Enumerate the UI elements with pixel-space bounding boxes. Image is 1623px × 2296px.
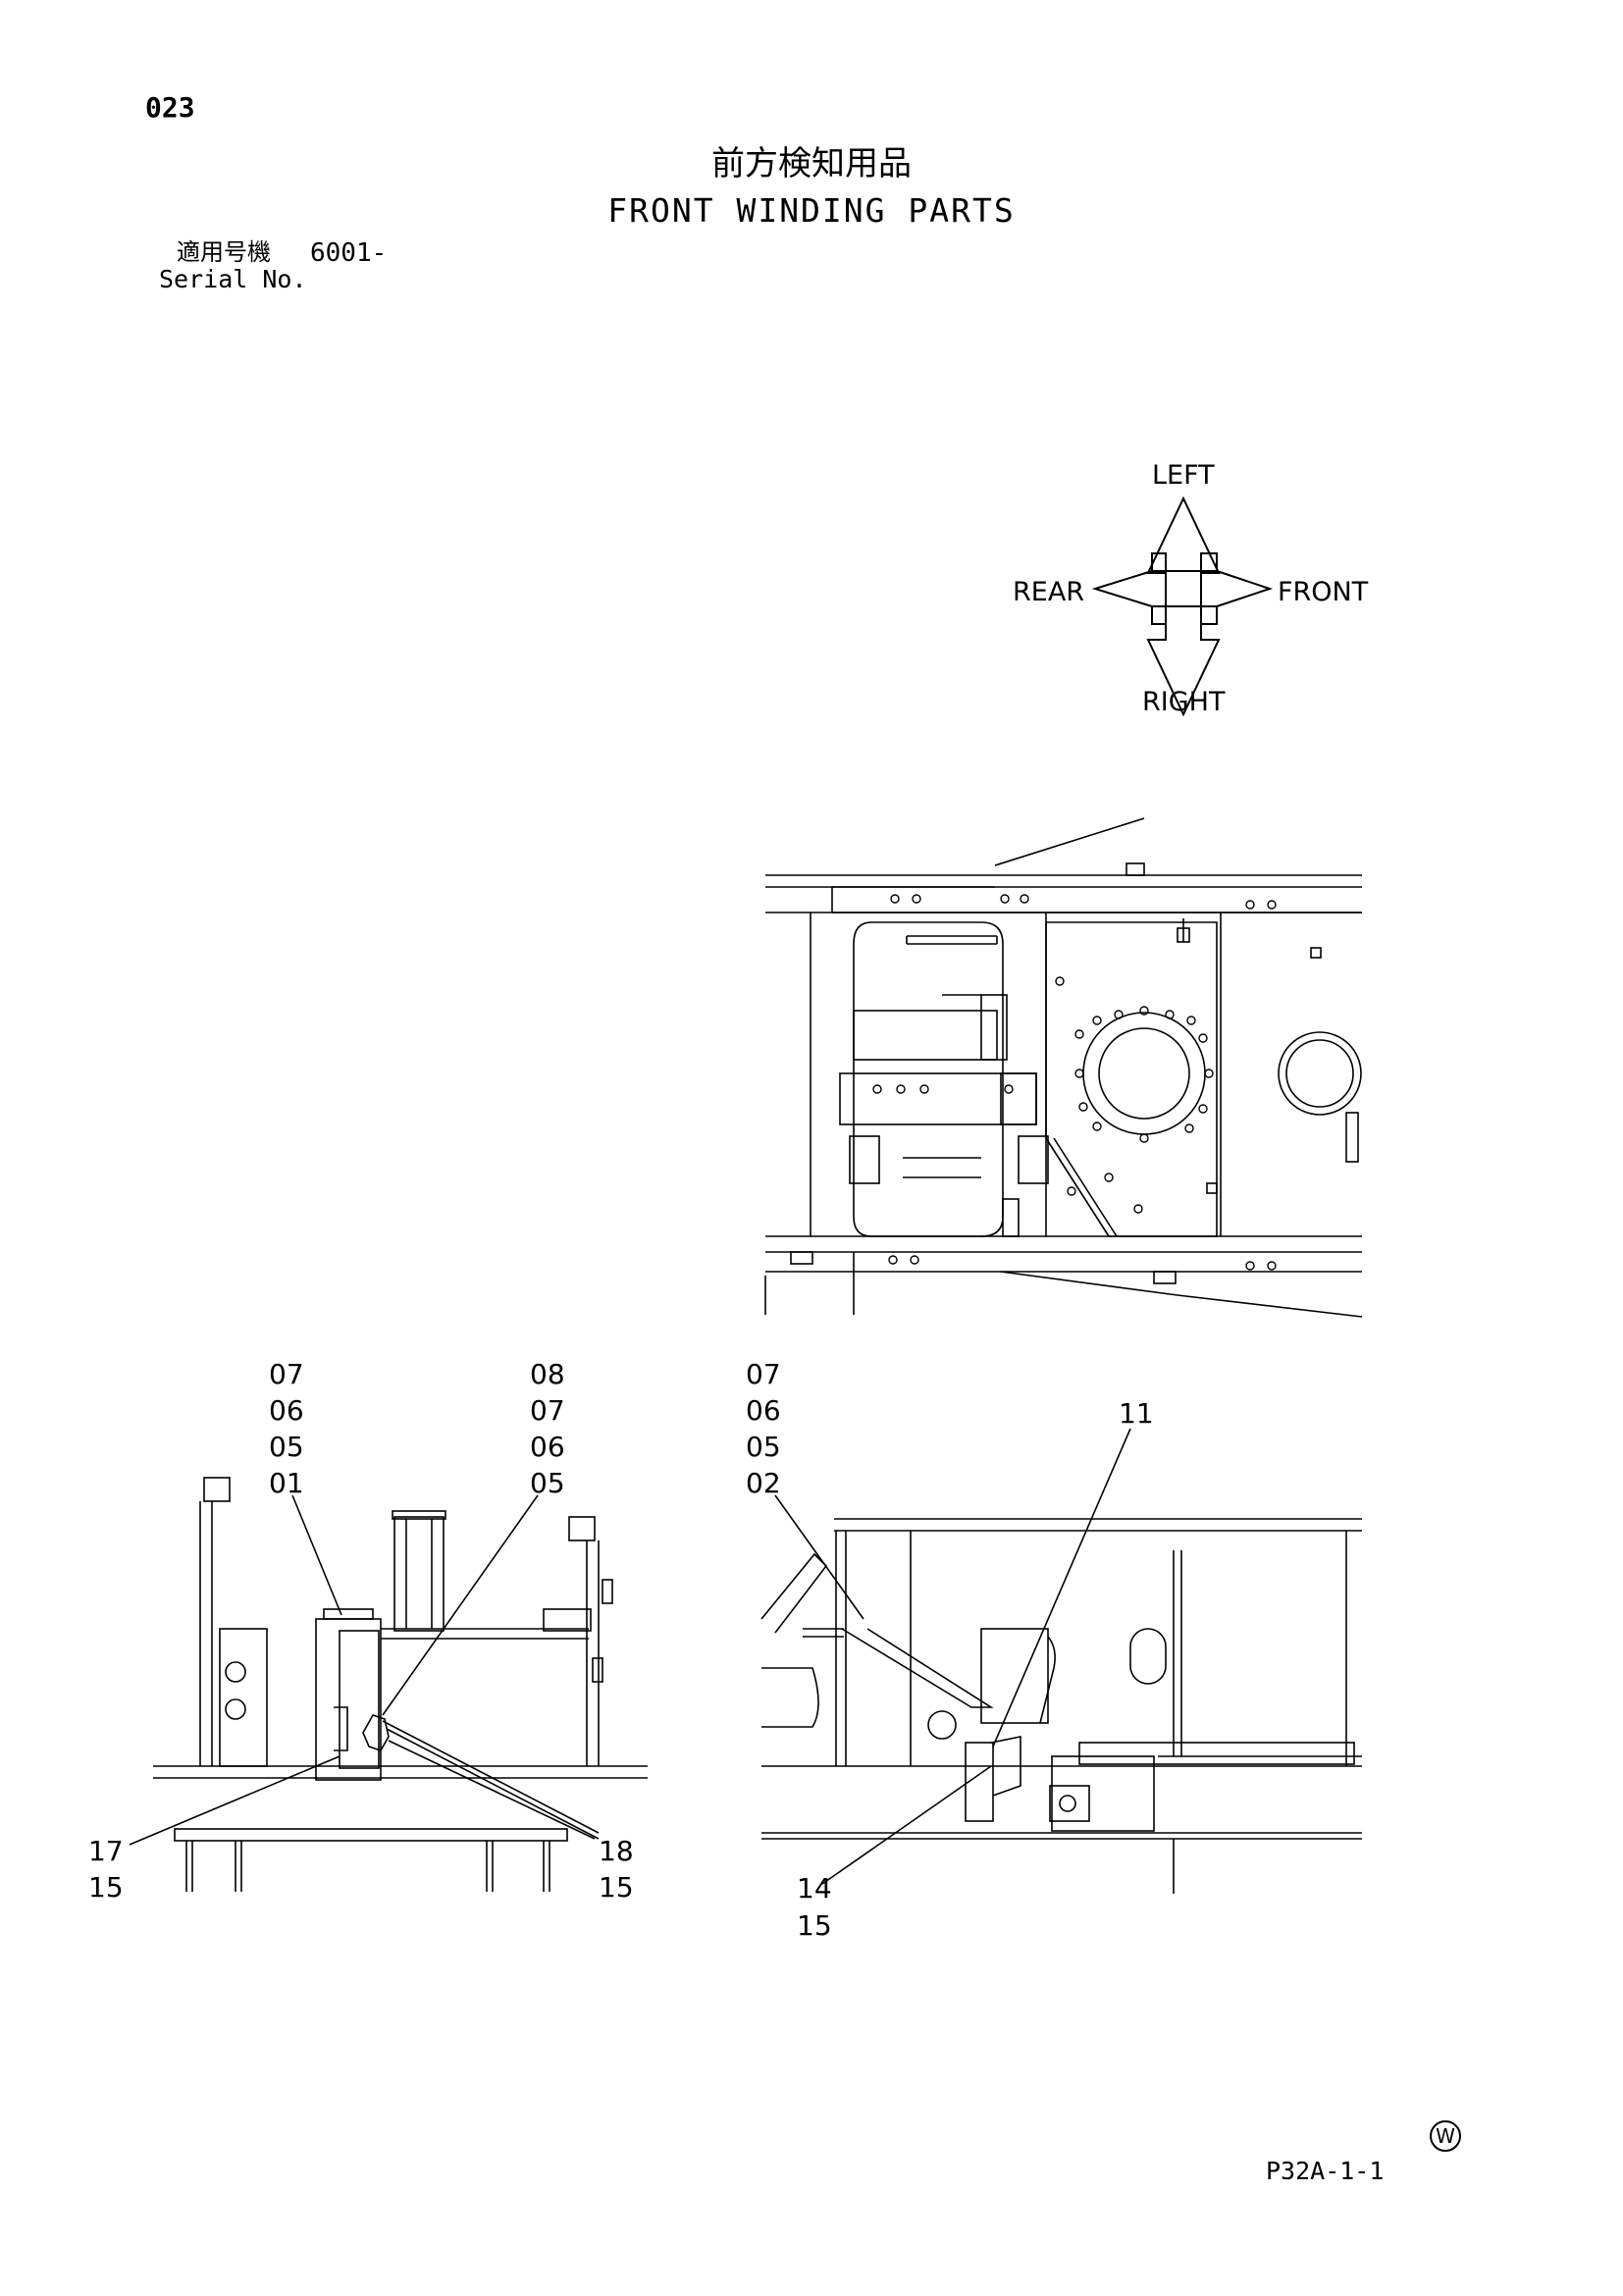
- callout-label: 18: [599, 1835, 634, 1867]
- callout-label: 15: [88, 1871, 124, 1904]
- left-detail-view: [153, 1477, 648, 1892]
- callout-label: 01: [269, 1467, 304, 1499]
- title-japanese: 前方検知用品: [711, 144, 912, 183]
- direction-rear: REAR: [1013, 577, 1084, 607]
- callout-label: 06: [746, 1394, 781, 1427]
- callout-label: 17: [88, 1835, 124, 1867]
- callout-leaders: [129, 1428, 1131, 1885]
- callout-label: 06: [269, 1394, 304, 1427]
- callout-label: 02: [746, 1467, 781, 1499]
- callout-label: 05: [530, 1467, 565, 1499]
- orientation-compass: LEFT RIGHT REAR FRONT: [1013, 460, 1369, 717]
- right-detail-view: [760, 1518, 1362, 1894]
- serial-value: 6001-: [310, 238, 388, 268]
- callout-label: 05: [269, 1431, 304, 1463]
- callout-label: 15: [797, 1909, 832, 1942]
- top-view-frame: [764, 817, 1363, 1318]
- direction-right: RIGHT: [1142, 687, 1226, 717]
- callout-label: 07: [746, 1358, 781, 1390]
- callout-label: 15: [599, 1871, 634, 1904]
- serial-label-english: Serial No.: [159, 265, 307, 293]
- w-mark-icon: W: [1430, 2120, 1461, 2152]
- callout-label: 07: [269, 1358, 304, 1390]
- callout-label: 14: [797, 1872, 832, 1905]
- page-code: P32A-1-1: [1266, 2157, 1385, 2185]
- top-view-bolt-holes: [872, 894, 1277, 1271]
- callout-labels: 07 06 05 01 08 07 06 05 17 15 18 15 07 0…: [88, 1358, 1154, 1942]
- direction-left: LEFT: [1152, 460, 1215, 491]
- serial-label-japanese: 適用号機: [177, 238, 271, 266]
- callout-label: 08: [530, 1358, 565, 1390]
- callout-label: 07: [530, 1394, 565, 1427]
- callout-label: 05: [746, 1431, 781, 1463]
- direction-front: FRONT: [1278, 577, 1369, 607]
- callout-label: 11: [1119, 1397, 1154, 1430]
- title-english: FRONT WINDING PARTS: [607, 191, 1016, 230]
- page-number: 023: [145, 91, 195, 124]
- callout-label: 06: [530, 1431, 565, 1463]
